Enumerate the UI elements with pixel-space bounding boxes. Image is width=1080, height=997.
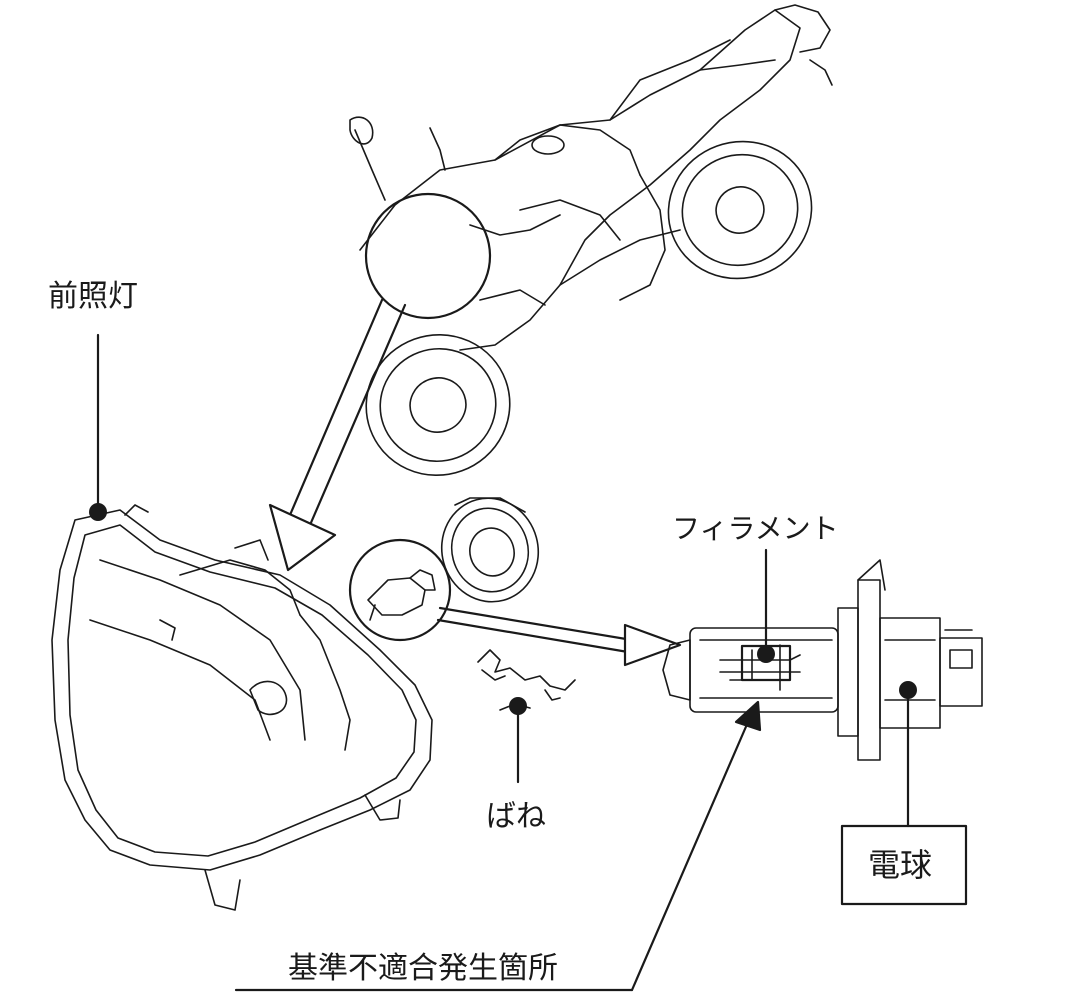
zoom-arrow-bulb bbox=[436, 606, 682, 667]
bulb-label: 電球 bbox=[868, 846, 932, 884]
filament-label: フィラメント bbox=[672, 512, 839, 545]
bulb-zoom-circle bbox=[348, 538, 452, 642]
zoom-arrow-headlight bbox=[268, 298, 407, 572]
nonconformity-label: 基準不適合発生箇所 bbox=[288, 951, 558, 986]
headlight-assembly-illustration bbox=[51, 504, 433, 911]
bulb-detail-illustration bbox=[662, 559, 983, 761]
bulb-in-socket-illustration bbox=[367, 569, 436, 621]
socket-cover-illustration bbox=[440, 497, 540, 603]
headlight-zoom-circle bbox=[364, 192, 492, 320]
nonconformity-arrow bbox=[234, 700, 762, 992]
headlight-label: 前照灯 bbox=[48, 279, 138, 314]
bulb-label-box bbox=[840, 824, 968, 906]
motorcycle-illustration bbox=[349, 4, 833, 477]
spring-label: ばね bbox=[486, 799, 546, 834]
spring-illustration bbox=[477, 649, 576, 711]
